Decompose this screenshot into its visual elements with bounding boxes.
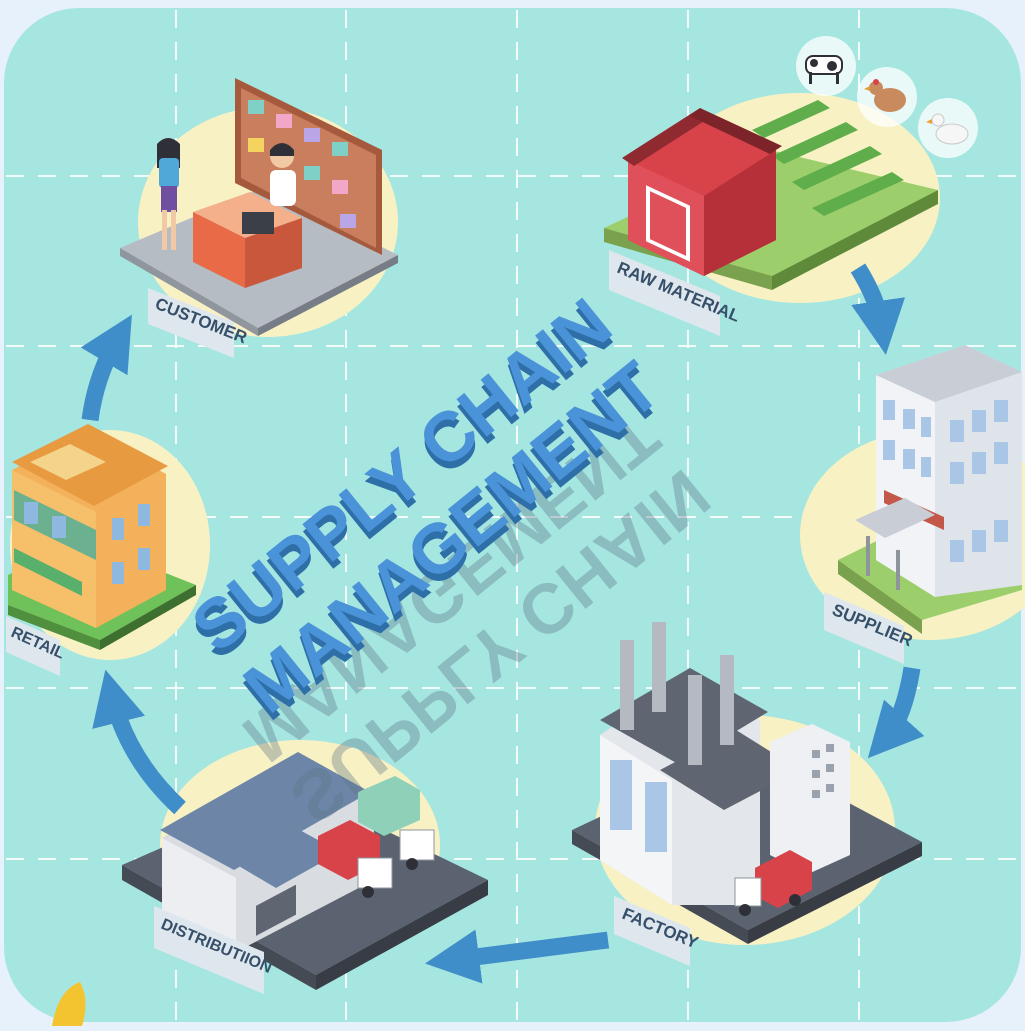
customer-stage: CUSTOMER bbox=[120, 78, 398, 358]
arrow-distribution-to-retail bbox=[92, 669, 186, 815]
supplier-stage: SUPPLIER bbox=[800, 345, 1025, 664]
chicken-icon bbox=[857, 67, 917, 127]
arrow-retail-to-customer bbox=[80, 314, 132, 422]
distribution-stage: DISTRIBUTIION bbox=[122, 740, 488, 994]
arrow-raw-material-to-supplier bbox=[850, 263, 906, 355]
arrow-supplier-to-factory bbox=[867, 666, 925, 759]
shop-icon bbox=[12, 424, 168, 628]
checkout-counter-icon bbox=[193, 192, 302, 288]
office-building-icon bbox=[855, 345, 1022, 597]
barn-icon bbox=[622, 108, 782, 276]
warehouse-icon bbox=[160, 752, 374, 952]
flow-arrows bbox=[80, 263, 925, 984]
arrow-factory-to-distribution bbox=[425, 929, 610, 984]
cashier-person-icon bbox=[270, 143, 296, 206]
customer-person-icon bbox=[157, 138, 180, 250]
factory-stage: FACTORY bbox=[572, 622, 922, 966]
crop-field-icon bbox=[752, 100, 904, 216]
truck-icon bbox=[318, 776, 435, 898]
decorative-leaf-icon bbox=[52, 982, 86, 1026]
shelf-icon bbox=[235, 78, 382, 255]
factory-icon bbox=[600, 622, 850, 905]
duck-icon bbox=[918, 98, 978, 158]
raw-material-stage: RAW MATERIAL bbox=[604, 36, 978, 336]
retail-stage: RETAIL bbox=[6, 424, 210, 676]
cow-icon bbox=[796, 36, 856, 96]
truck-icon bbox=[734, 850, 812, 916]
